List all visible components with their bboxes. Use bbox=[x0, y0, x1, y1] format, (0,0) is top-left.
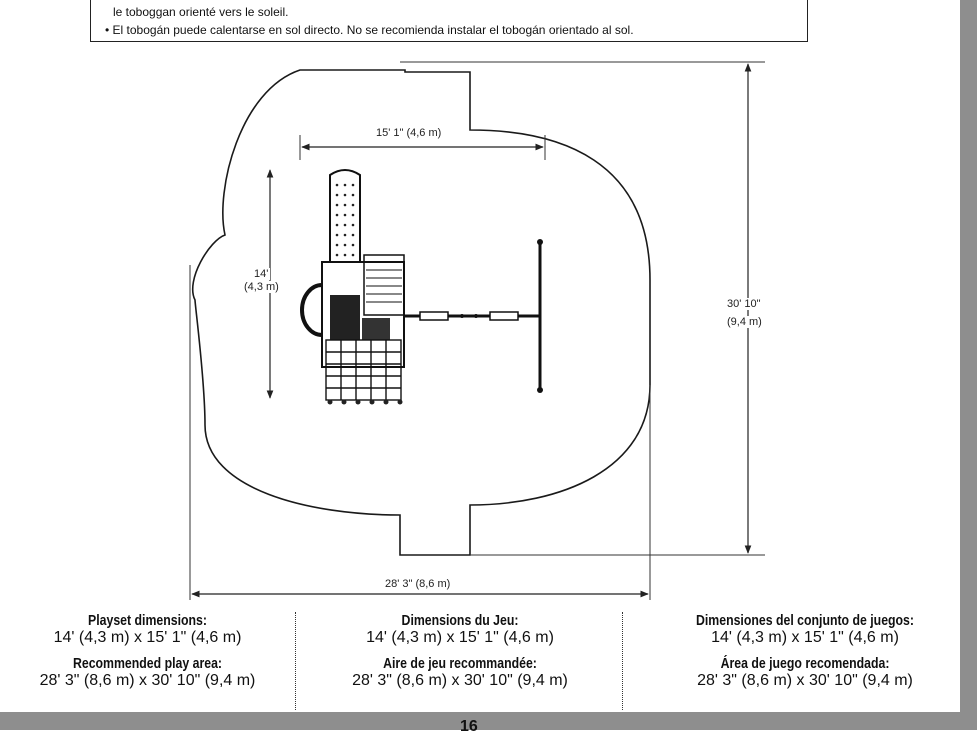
dimensions-spanish: Dimensiones del conjunto de juegos: 14' … bbox=[650, 612, 960, 690]
playset-dimensions-value: 14' (4,3 m) x 15' 1" (4,6 m) bbox=[53, 629, 242, 646]
recommended-area-value: 28' 3" (8,6 m) x 30' 10" (9,4 m) bbox=[39, 672, 256, 689]
playset-depth-label-feet: 14' bbox=[252, 268, 271, 280]
playset-dimensions-heading: Playset dimensions: bbox=[88, 612, 207, 629]
column-separator-1 bbox=[295, 612, 296, 710]
swing-seat-2-icon bbox=[489, 311, 519, 321]
arc-wheel-icon bbox=[300, 283, 323, 337]
play-area-outline bbox=[192, 69, 651, 556]
area-de-juego-heading: Área de juego recomendada: bbox=[720, 655, 890, 672]
ladder-icon bbox=[325, 339, 402, 401]
area-width-label: 28' 3" (8,6 m) bbox=[383, 578, 453, 590]
warning-notice-box: le toboggan orienté vers le soleil. • El… bbox=[90, 0, 808, 42]
slide-icon bbox=[329, 169, 361, 291]
aire-de-jeu-value: 28' 3" (8,6 m) x 30' 10" (9,4 m) bbox=[352, 672, 568, 689]
dimensiones-conjunto-heading: Dimensiones del conjunto de juegos: bbox=[695, 612, 915, 629]
dimensions-du-jeu-heading: Dimensions du Jeu: bbox=[401, 612, 519, 629]
dimensions-du-jeu-value: 14' (4,3 m) x 15' 1" (4,6 m) bbox=[366, 629, 554, 646]
play-area-diagram bbox=[189, 61, 765, 600]
area-de-juego-value: 28' 3" (8,6 m) x 30' 10" (9,4 m) bbox=[697, 672, 913, 689]
page-gutter bbox=[960, 0, 977, 730]
dimensions-english: Playset dimensions: 14' (4,3 m) x 15' 1"… bbox=[0, 612, 295, 690]
swing-seat-1-icon bbox=[419, 311, 449, 321]
dimensions-french: Dimensions du Jeu: 14' (4,3 m) x 15' 1" … bbox=[300, 612, 620, 690]
page-number: 16 bbox=[460, 718, 478, 735]
notice-line-spanish: • El tobogán puede calentarse en sol dir… bbox=[105, 23, 634, 37]
page-footer-bar bbox=[0, 712, 977, 730]
aire-de-jeu-heading: Aire de jeu recommandée: bbox=[383, 655, 537, 672]
playset-top-view bbox=[300, 169, 543, 405]
dimensiones-conjunto-value: 14' (4,3 m) x 15' 1" (4,6 m) bbox=[711, 629, 899, 646]
notice-line-french: le toboggan orienté vers le soleil. bbox=[113, 5, 289, 19]
area-height-label-feet: 30' 10" bbox=[725, 298, 763, 310]
recommended-area-heading: Recommended play area: bbox=[72, 655, 223, 672]
column-separator-2 bbox=[622, 612, 623, 710]
playset-width-label: 15' 1" (4,6 m) bbox=[374, 127, 444, 139]
area-height-label-meters: (9,4 m) bbox=[725, 316, 764, 328]
playset-depth-label-meters: (4,3 m) bbox=[242, 281, 281, 293]
